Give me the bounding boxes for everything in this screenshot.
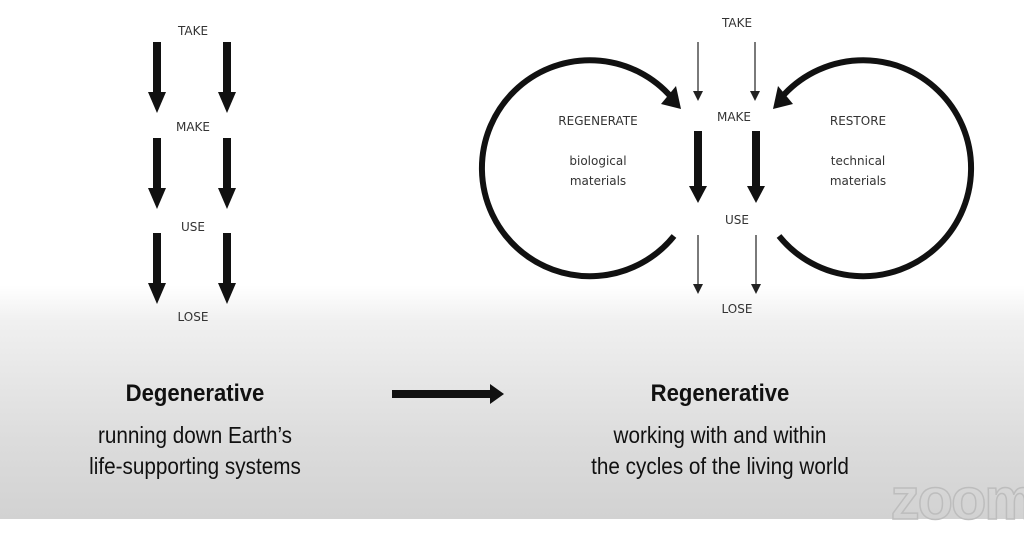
technical-line1: technical [831,154,886,168]
stage-use: USE [181,220,205,234]
regenerative-subtitle-1: working with and within [613,422,827,448]
regenerative-caption: Regenerative working with and within the… [520,380,920,482]
biological-line1: biological [569,154,626,168]
restore-cycle-arrow [776,57,975,280]
arrow-down [218,138,236,209]
degenerative-diagram: TAKE MAKE USE LOSE [148,24,236,324]
regenerative-diagram: TAKE MAKE USE LOSE REGENERATE biological… [478,16,975,316]
arrow-down [148,42,166,113]
thin-arrow-down [693,235,703,294]
thin-arrow-down [693,42,703,101]
stage-take: TAKE [177,24,208,38]
stage-lose: LOSE [178,310,209,324]
degenerative-subtitle-2: life-supporting systems [89,453,301,479]
stage-lose: LOSE [722,302,753,316]
diagram-canvas: TAKE MAKE USE LOSE TAKE MAKE USE LOSE RE… [148,16,975,404]
regenerate-label: REGENERATE [558,114,637,128]
regenerative-subtitle-2: the cycles of the living world [591,453,849,479]
restore-label: RESTORE [830,114,886,128]
stage-make: MAKE [717,110,751,124]
arrow-down [148,138,166,209]
zoom-watermark: zoom [890,466,1024,533]
degenerative-caption: Degenerative running down Earth’s life-s… [60,380,330,482]
degenerative-subtitle-1: running down Earth’s [97,422,293,448]
arrow-down [148,233,166,304]
biological-line2: materials [570,174,626,188]
degenerative-title: Degenerative [125,380,265,407]
stage-take: TAKE [721,16,752,30]
stage-use: USE [725,213,749,227]
regenerate-arrowhead [661,86,681,109]
thick-arrow-down [689,131,707,203]
thick-arrow-down [747,131,765,203]
technical-line2: materials [830,174,886,188]
arrow-down [218,42,236,113]
restore-arrowhead [773,86,793,109]
regenerate-cycle-arrow [478,57,677,280]
thin-arrow-down [750,42,760,101]
arrow-down [218,233,236,304]
regenerative-title: Regenerative [650,380,790,407]
transition-arrow [392,384,504,404]
stage-make: MAKE [176,120,210,134]
thin-arrow-down [751,235,761,294]
